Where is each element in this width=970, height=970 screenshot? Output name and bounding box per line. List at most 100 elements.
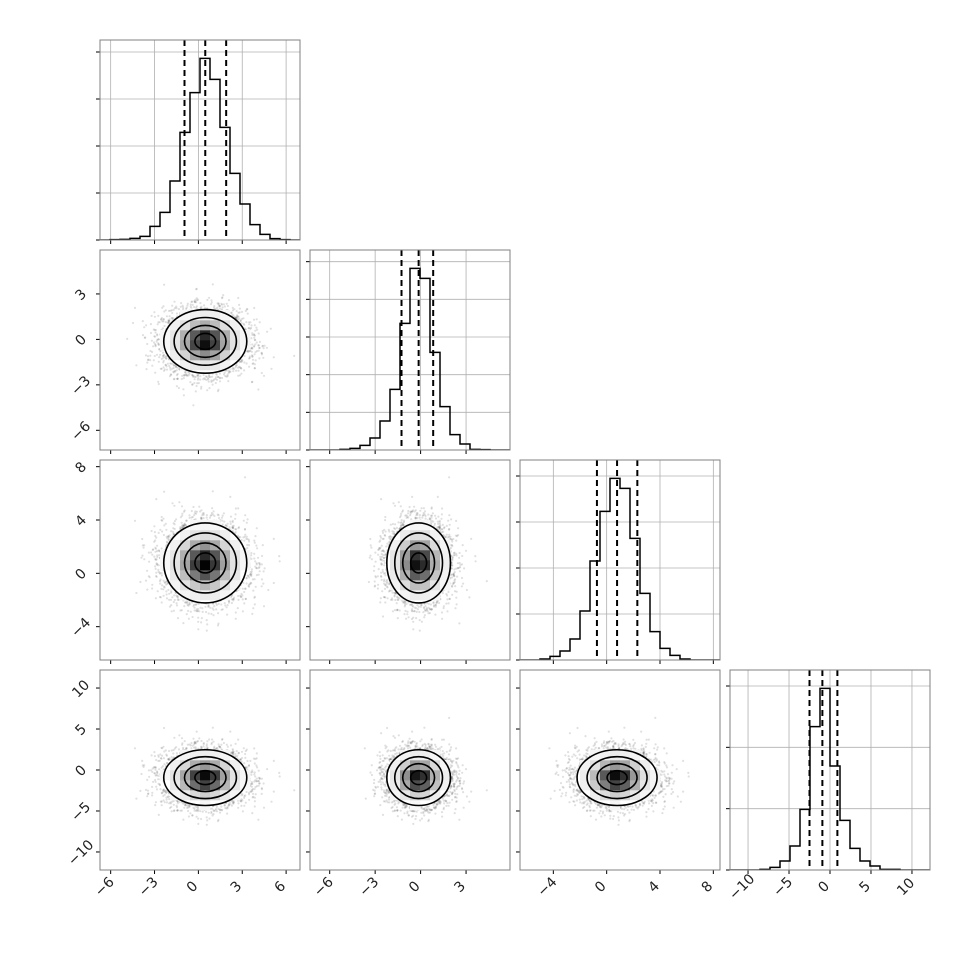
- density-cell: [400, 750, 411, 761]
- scatter-point: [458, 818, 461, 821]
- scatter-point: [373, 795, 376, 798]
- scatter-point: [212, 510, 215, 513]
- density-cell: [200, 530, 211, 541]
- scatter-point: [430, 808, 434, 812]
- density-cell: [440, 550, 451, 561]
- scatter-point: [244, 309, 247, 313]
- scatter-point: [237, 594, 240, 598]
- scatter-point: [247, 574, 250, 577]
- scatter-point: [438, 525, 441, 528]
- scatter-point: [165, 365, 168, 368]
- scatter-point: [565, 767, 569, 770]
- scatter-point: [241, 587, 244, 590]
- density-cell: [180, 330, 191, 341]
- scatter-point: [393, 756, 396, 759]
- scatter-point: [377, 553, 380, 556]
- scatter-point: [394, 527, 397, 531]
- scatter-point: [258, 777, 261, 780]
- scatter-point: [255, 752, 258, 755]
- scatter-point: [260, 563, 263, 566]
- scatter-point: [662, 795, 665, 799]
- scatter-point: [164, 321, 167, 324]
- scatter-point: [217, 602, 220, 606]
- scatter-point: [447, 753, 451, 756]
- scatter-point: [451, 761, 454, 764]
- scatter-point: [227, 372, 230, 375]
- scatter-point: [388, 535, 391, 538]
- scatter-point: [240, 310, 244, 313]
- scatter-point: [258, 321, 261, 324]
- scatter-point: [187, 806, 190, 809]
- scatter-point: [164, 356, 167, 359]
- scatter-point: [415, 742, 418, 745]
- scatter-point: [153, 311, 156, 314]
- density-cell: [210, 580, 221, 591]
- scatter-point: [243, 804, 246, 807]
- scatter-point: [652, 794, 655, 797]
- density-cell: [190, 520, 201, 531]
- scatter-point: [262, 356, 265, 359]
- scatter-point: [162, 361, 165, 364]
- y-tick-label: −3: [68, 373, 94, 399]
- scatter-point: [569, 768, 572, 771]
- scatter-point: [420, 805, 423, 809]
- scatter-point: [205, 743, 208, 746]
- scatter-point: [422, 807, 425, 810]
- scatter-point: [159, 582, 162, 585]
- scatter-point: [444, 536, 447, 539]
- scatter-point: [389, 598, 392, 601]
- scatter-point: [638, 802, 641, 806]
- scatter-point: [420, 806, 423, 809]
- scatter-point: [399, 526, 402, 530]
- scatter-point: [453, 812, 456, 815]
- scatter-panel-1-0: −6−303: [68, 249, 301, 454]
- scatter-point: [445, 794, 448, 797]
- scatter-point: [218, 304, 221, 308]
- scatter-point: [172, 609, 175, 612]
- scatter-point: [199, 306, 202, 309]
- scatter-point: [188, 805, 191, 808]
- scatter-point: [380, 555, 383, 559]
- scatter-point: [156, 333, 159, 336]
- scatter-point: [204, 605, 207, 608]
- scatter-point: [165, 535, 168, 538]
- scatter-point: [424, 517, 427, 520]
- scatter-point: [221, 296, 224, 299]
- scatter-point: [172, 370, 175, 373]
- scatter-point: [642, 751, 645, 754]
- scatter-point: [631, 805, 634, 808]
- scatter-point: [195, 609, 198, 612]
- scatter-point: [608, 740, 611, 743]
- density-cell: [590, 750, 601, 761]
- scatter-point: [220, 308, 223, 311]
- scatter-point: [455, 773, 458, 776]
- scatter-point: [199, 606, 202, 609]
- scatter-point: [423, 614, 426, 617]
- scatter-point: [470, 537, 473, 541]
- scatter-point: [231, 525, 234, 528]
- density-cell: [200, 560, 211, 571]
- contour-line: [194, 552, 217, 574]
- scatter-point: [406, 744, 409, 747]
- scatter-point: [163, 793, 166, 796]
- scatter-point: [421, 743, 424, 746]
- scatter-point: [230, 601, 233, 605]
- scatter-point: [393, 527, 396, 530]
- scatter-point: [205, 816, 208, 819]
- scatter-point: [427, 743, 430, 746]
- scatter-point: [218, 745, 221, 748]
- scatter-point: [231, 749, 235, 752]
- scatter-point: [249, 321, 252, 324]
- scatter-point: [432, 601, 435, 604]
- scatter-point: [381, 796, 384, 799]
- scatter-point: [253, 306, 256, 310]
- x-tick-label: 5: [856, 878, 874, 896]
- scatter-point: [255, 785, 258, 788]
- scatter-point: [392, 530, 395, 533]
- x-tick-label: 0: [184, 878, 202, 896]
- scatter-point: [255, 574, 258, 577]
- scatter-point: [225, 606, 228, 609]
- scatter-point: [438, 519, 441, 522]
- scatter-point: [170, 316, 173, 320]
- scatter-point: [253, 539, 256, 542]
